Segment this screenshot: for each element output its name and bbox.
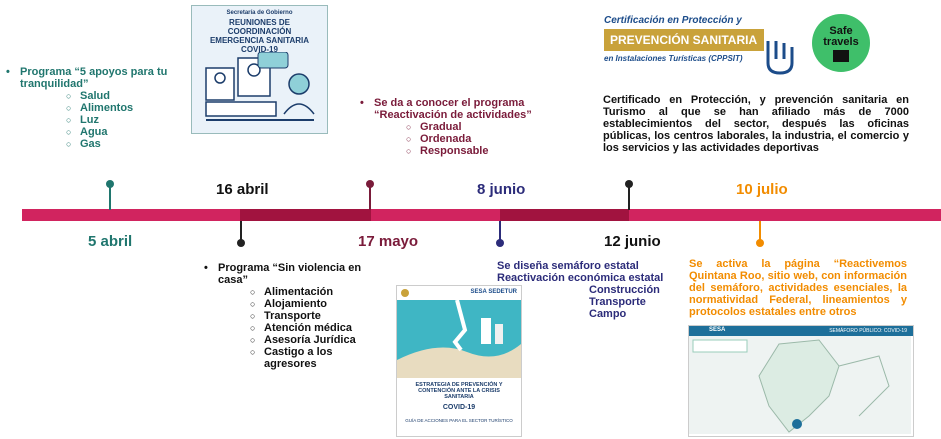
event-10-julio-text: Se activa la página “Reactivemos Quintan…: [689, 258, 907, 318]
strategy-document-cover: SESA SEDETUR ESTRATEGIA DE PREVENCIÓN Y …: [396, 285, 522, 437]
list-item: Campo: [589, 308, 627, 320]
beach-photo: [397, 300, 521, 378]
marker-stem: [499, 221, 501, 243]
event-title: Programa “5 apoyos para tu tranquilidad”: [20, 66, 180, 90]
timeline-segment: [240, 209, 371, 221]
marker-dot-17-mayo: [366, 180, 374, 188]
marker-stem: [759, 221, 761, 243]
doc-sub: COVID-19: [442, 404, 476, 411]
timeline-bar: [22, 209, 941, 221]
date-5-abril: 5 abril: [88, 233, 133, 250]
date-16-abril: 16 abril: [216, 181, 269, 198]
video-call-illustration: [205, 52, 315, 121]
badge-line1: Safe: [829, 25, 853, 37]
list-item: Gas: [80, 138, 180, 150]
website-screenshot: SESA SEMÁFORO PÚBLICO: COVID-19: [688, 325, 914, 437]
marker-stem: [628, 184, 630, 210]
list-item: Atención médica: [264, 322, 378, 334]
site-title: SEMÁFORO PÚBLICO: COVID-19: [829, 328, 907, 334]
doc-foot: GUÍA DE ACCIONES PARA EL SECTOR TURÍSTIC…: [405, 418, 513, 423]
event-16-abril-text: Programa “Sin violencia en casa” Aliment…: [218, 262, 378, 370]
list-item: Gradual: [420, 121, 552, 133]
doc-header: SESA SEDETUR: [397, 286, 521, 300]
list-item: Alimentación: [264, 286, 378, 298]
event-17-mayo-text: Se da a conocer el programa “Reactivació…: [374, 97, 552, 157]
site-brand: SESA: [709, 327, 726, 333]
event-8-junio-text: Se diseña semáforo estatal Reactivación …: [497, 260, 677, 320]
date-10-julio: 10 julio: [736, 181, 788, 198]
site-header: SESA SEMÁFORO PÚBLICO: COVID-19: [689, 326, 913, 336]
list-item: Agua: [80, 126, 180, 138]
list-item: Asesoría Jurídica: [264, 334, 378, 346]
list-item: Alimentos: [80, 102, 180, 114]
hand-icon: [766, 41, 794, 75]
event-12-junio-text: Certificado en Protección, y prevención …: [603, 94, 909, 154]
marker-dot-16-abril: [237, 239, 245, 247]
date-8-junio: 8 junio: [477, 181, 526, 198]
doc-brand: SESA SEDETUR: [470, 289, 517, 295]
marker-dot-10-julio: [756, 239, 764, 247]
event-line: Se diseña semáforo estatal: [497, 260, 639, 272]
timeline-segment: [500, 209, 629, 221]
cert-line3: en Instalaciones Turísticas (CPPSIT): [604, 54, 743, 63]
seal-icon: [401, 289, 409, 297]
list-item: Transporte: [589, 296, 646, 308]
date-17-mayo: 17 mayo: [358, 233, 419, 250]
marker-stem: [109, 184, 111, 210]
cert-line1: Certificación en Protección y: [604, 15, 742, 26]
badge-mark: [833, 50, 849, 62]
event-line: Reactivación económica estatal: [497, 272, 664, 284]
marker-stem: [240, 221, 242, 243]
badge-line2: travels: [823, 36, 859, 48]
coordination-poster: Secretaría de Gobierno REUNIONES DE COOR…: [191, 5, 328, 134]
date-12-junio: 12 junio: [604, 233, 661, 250]
list-item: Alojamiento: [264, 298, 378, 310]
doc-title: ESTRATEGIA DE PREVENCIÓN Y CONTENCIÓN AN…: [415, 382, 503, 400]
marker-dot-5-abril: [106, 180, 114, 188]
event-title: Se da a conocer el programa “Reactivació…: [374, 97, 552, 121]
event-5-abril-text: Programa “5 apoyos para tu tranquilidad”…: [20, 66, 180, 150]
poster-header: Secretaría de Gobierno: [226, 10, 293, 16]
list-item: Luz: [80, 114, 180, 126]
map-view: [689, 336, 911, 434]
poster-title: REUNIONES DE COORDINACIÓN EMERGENCIA SAN…: [209, 18, 310, 54]
certification-logo: Certificación en Protección y PREVENCIÓN…: [604, 15, 804, 79]
list-item: Castigo a los agresores: [264, 346, 378, 370]
list-item: Responsable: [420, 145, 552, 157]
marker-dot-12-junio: [625, 180, 633, 188]
list-item: Salud: [80, 90, 180, 102]
list-item: Transporte: [264, 310, 378, 322]
cert-line2: PREVENCIÓN SANITARIA: [604, 29, 764, 51]
list-item: Construcción: [589, 284, 660, 296]
event-title: Programa “Sin violencia en casa”: [218, 262, 378, 286]
marker-dot-8-junio: [496, 239, 504, 247]
marker-stem: [369, 184, 371, 210]
list-item: Ordenada: [420, 133, 552, 145]
safe-travels-badge: Safe travels: [812, 14, 870, 72]
